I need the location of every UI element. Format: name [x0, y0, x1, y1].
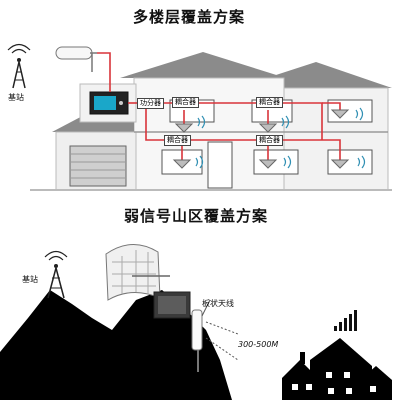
- label-coupler-2: 耦合器: [256, 97, 283, 108]
- radio-tower-icon: [44, 250, 68, 299]
- signal-beam: [205, 321, 239, 361]
- village: [282, 338, 392, 400]
- cable-network: [97, 52, 341, 160]
- panel-antenna-icon: [191, 299, 211, 372]
- label-coupler-1: 耦合器: [172, 97, 199, 108]
- title-top: 多楼层覆盖方案: [133, 8, 246, 26]
- label-coupler-3: 耦合器: [164, 135, 191, 146]
- title-bottom: 弱信号山区覆盖方案: [124, 207, 269, 225]
- signal-waves: [195, 107, 366, 169]
- ceiling-antenna-icon: [172, 109, 350, 169]
- label-panel-antenna: 板状天线: [202, 299, 234, 308]
- label-splitter: 功分器: [137, 98, 164, 109]
- label-coupler-4: 耦合器: [256, 135, 283, 146]
- repeater-icon: [89, 91, 129, 115]
- label-base-station-bottom: 基站: [22, 275, 38, 284]
- yagi-antenna-icon: [55, 46, 97, 72]
- repeater-icon: [153, 291, 191, 319]
- label-base-station-top: 基站: [8, 93, 24, 102]
- grid-antenna-icon: [105, 244, 170, 301]
- village-windows: [292, 372, 376, 394]
- signal-bars-icon: [334, 310, 357, 331]
- radio-tower-icon: [7, 43, 31, 89]
- house: [30, 52, 392, 191]
- label-distance: 300-500M: [238, 340, 279, 349]
